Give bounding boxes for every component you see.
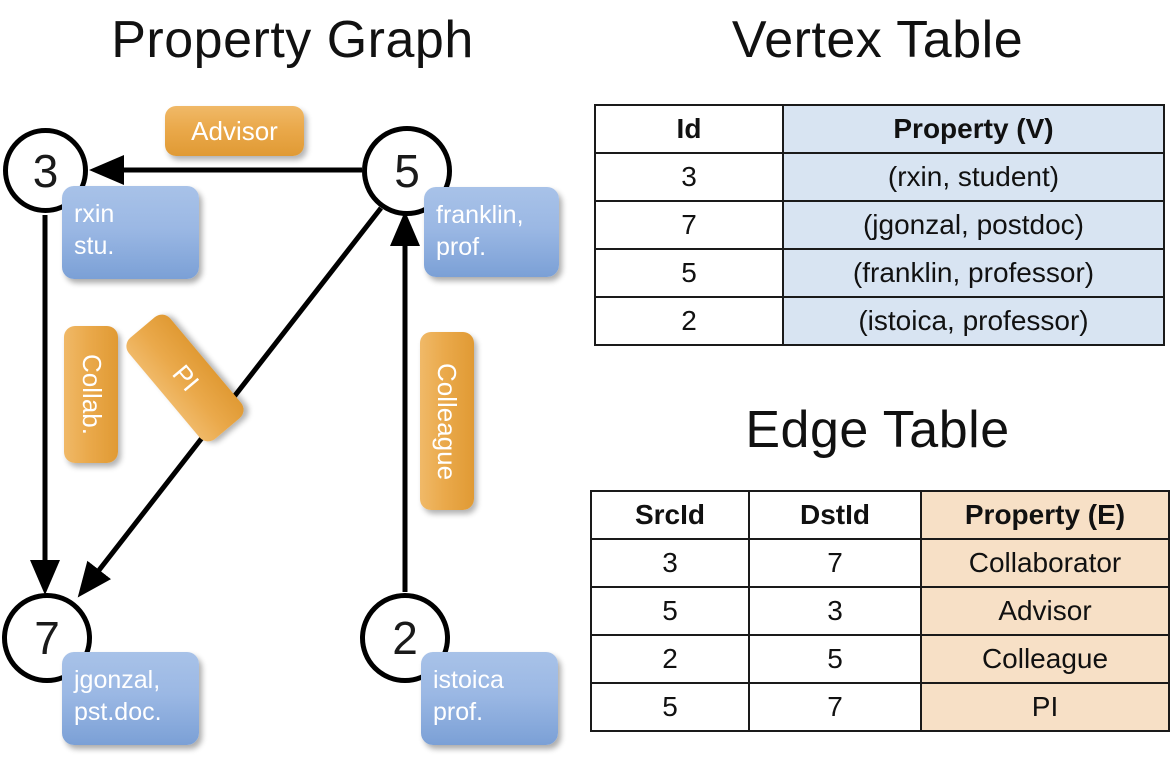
edge-label-advisor-text: Advisor (191, 115, 278, 146)
table-row: 5 3 Advisor (590, 586, 1170, 636)
graph-node-7-property-line1: jgonzal, (74, 666, 161, 694)
graph-node-2[interactable]: 2 (360, 593, 450, 683)
edge-label-colleague-text: Colleague (432, 362, 463, 480)
edge-table: SrcId DstId Property (E) 3 7 Collaborato… (590, 490, 1170, 732)
edge-label-advisor: Advisor (165, 106, 304, 156)
edge-label-collab: Collab. (64, 326, 118, 463)
edge-table-cell-property: Collaborator (920, 538, 1170, 588)
page-title-vertex-table: Vertex Table (731, 11, 1024, 69)
edge-table-cell-dstid: 3 (748, 586, 922, 636)
edge-label-pi-text: PI (165, 358, 205, 397)
edge-table-header-dstid: DstId (748, 490, 922, 540)
graph-node-2-property-line1: istoica (433, 666, 504, 694)
graph-node-7-label: 7 (34, 612, 60, 664)
graph-node-5-property-line1: franklin, (436, 201, 524, 229)
graph-node-2-property-box: istoica prof. (421, 652, 558, 745)
edge-table-cell-srcid: 5 (590, 586, 750, 636)
graph-node-2-label: 2 (392, 612, 418, 664)
vertex-table-header-id: Id (594, 104, 784, 154)
table-row: 5 7 PI (590, 682, 1170, 732)
graph-node-2-property-line2: prof. (433, 698, 484, 726)
vertex-table-cell-property: (istoica, professor) (782, 296, 1165, 346)
edge-table-header-property: Property (E) (920, 490, 1170, 540)
edge-table-cell-property: Colleague (920, 634, 1170, 684)
property-graph-diagram: 3 rxin stu. 5 franklin, prof. 7 jgonzal,… (2, 106, 559, 745)
graph-node-7-property-line2: pst.doc. (74, 698, 162, 726)
table-row: 5 (franklin, professor) (594, 248, 1165, 298)
graph-node-3-label: 3 (32, 144, 59, 197)
edge-table-header-row: SrcId DstId Property (E) (590, 490, 1170, 540)
vertex-table-header-property: Property (V) (782, 104, 1165, 154)
page-title-edge-table: Edge Table (745, 401, 1010, 459)
edge-table-cell-dstid: 7 (748, 538, 922, 588)
vertex-table-cell-property: (rxin, student) (782, 152, 1165, 202)
edge-table-cell-dstid: 5 (748, 634, 922, 684)
page-title-property-graph: Property Graph (111, 11, 474, 69)
vertex-table-cell-id: 7 (594, 200, 784, 250)
edge-table-cell-srcid: 5 (590, 682, 750, 732)
vertex-table-cell-id: 5 (594, 248, 784, 298)
graph-node-5-label: 5 (394, 145, 420, 197)
graph-node-5-property-box: franklin, prof. (424, 187, 559, 277)
table-row: 3 (rxin, student) (594, 152, 1165, 202)
graph-node-5-property-line2: prof. (436, 233, 487, 261)
graph-node-3-property-line2: stu. (74, 232, 115, 260)
edge-table-header-srcid: SrcId (590, 490, 750, 540)
vertex-table-cell-property: (franklin, professor) (782, 248, 1165, 298)
edge-table-cell-property: PI (920, 682, 1170, 732)
table-row: 2 (istoica, professor) (594, 296, 1165, 346)
edge-table-cell-srcid: 2 (590, 634, 750, 684)
vertex-table-cell-id: 2 (594, 296, 784, 346)
edge-table-cell-property: Advisor (920, 586, 1170, 636)
graph-node-3-property-box: rxin stu. (62, 186, 199, 279)
vertex-table-header-row: Id Property (V) (594, 104, 1165, 154)
table-row: 2 5 Colleague (590, 634, 1170, 684)
vertex-table-cell-id: 3 (594, 152, 784, 202)
table-row: 7 (jgonzal, postdoc) (594, 200, 1165, 250)
edge-label-colleague: Colleague (420, 332, 474, 510)
graph-node-3-property-line1: rxin (74, 200, 115, 228)
edge-label-collab-text: Collab. (76, 354, 107, 435)
edge-table-cell-dstid: 7 (748, 682, 922, 732)
edge-table-cell-srcid: 3 (590, 538, 750, 588)
vertex-table-cell-property: (jgonzal, postdoc) (782, 200, 1165, 250)
graph-node-5[interactable]: 5 (362, 126, 452, 216)
table-row: 3 7 Collaborator (590, 538, 1170, 588)
graph-node-7-property-box: jgonzal, pst.doc. (62, 652, 199, 745)
vertex-table: Id Property (V) 3 (rxin, student) 7 (jgo… (594, 104, 1165, 346)
